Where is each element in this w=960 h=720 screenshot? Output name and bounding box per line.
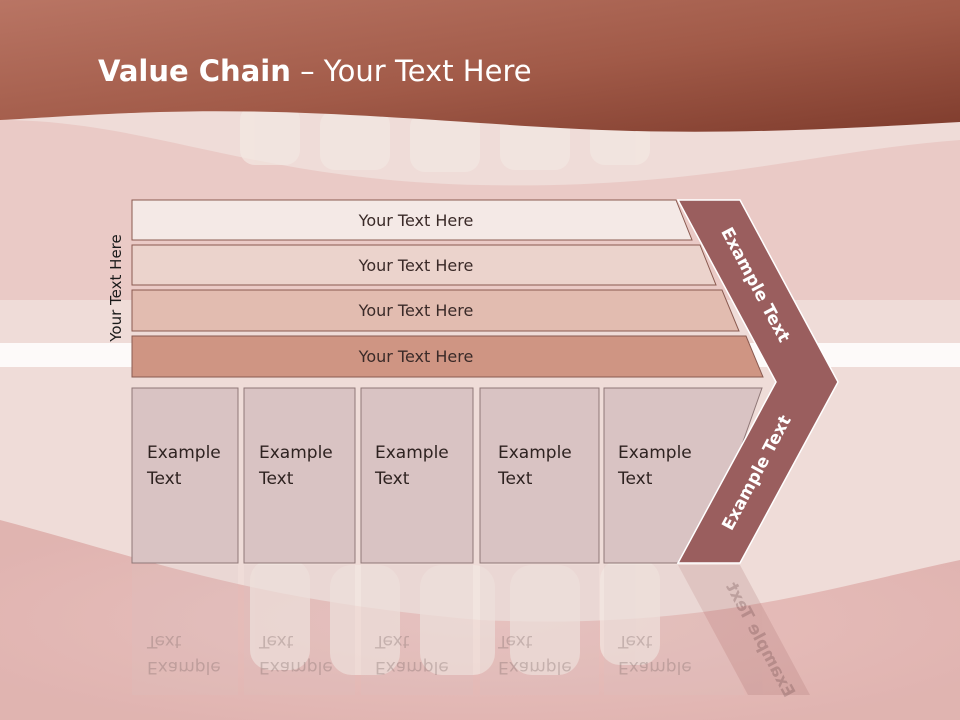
bar-3 [131, 289, 740, 332]
bar-1-label: Your Text Here [358, 210, 474, 230]
chevron-arrow [676, 199, 839, 564]
box-4 [479, 387, 600, 564]
box-1-label: Example Text [147, 443, 221, 489]
bar-3-label: Your Text Here [358, 301, 474, 320]
box-1-reflection: Example Text [147, 631, 221, 677]
box-2 [243, 387, 356, 564]
box-2-label: Example Text [259, 443, 333, 489]
box-4-label: Example Text [498, 443, 572, 489]
box-3 [360, 387, 474, 564]
box-4-reflection: Example Text [498, 631, 572, 677]
bar-1 [131, 199, 693, 241]
title-bold: Value Chain [98, 54, 291, 88]
box-3-label: Example Text [375, 443, 449, 489]
title-rest: – Your Text Here [290, 54, 532, 88]
box-1 [131, 387, 239, 564]
box-5-reflection: Example Text [618, 631, 692, 677]
slide-title: Value Chain – Your Text Here [98, 54, 532, 88]
bar-4 [131, 335, 764, 378]
bar-2-label: Your Text Here [358, 255, 474, 275]
bar-4-label: Your Text Here [358, 347, 474, 366]
box-5-label: Example Text [618, 443, 692, 489]
bar-2 [131, 244, 717, 286]
box-2-reflection: Example Text [259, 631, 333, 677]
side-label: Your Text Here [107, 234, 125, 342]
box-3-reflection: Example Text [375, 631, 449, 677]
